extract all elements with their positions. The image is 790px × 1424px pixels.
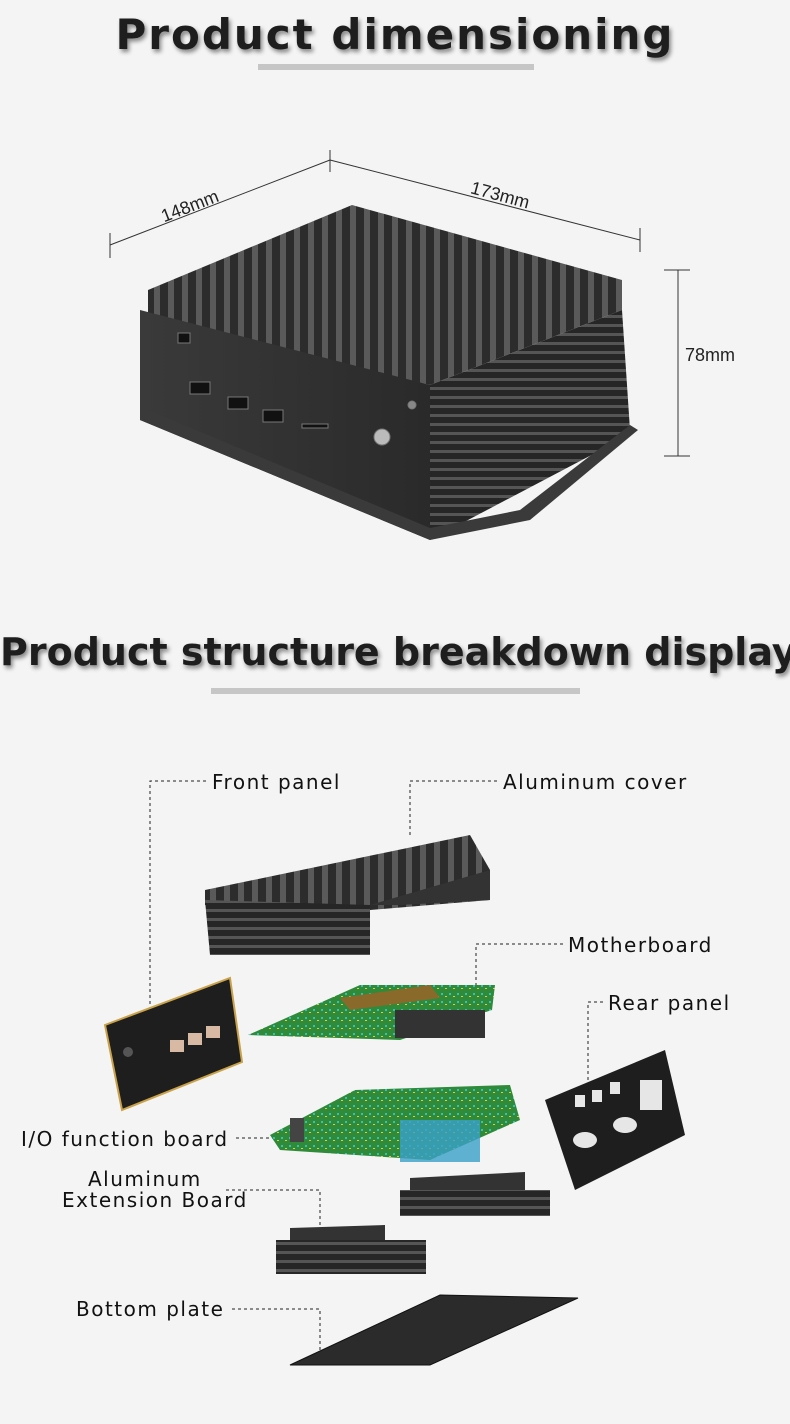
- leader-lines: [149, 780, 603, 1350]
- rear-panel-label: Rear panel: [608, 991, 731, 1015]
- mini-pc-image: [140, 205, 638, 540]
- structure-breakdown-heading: Product structure breakdown display: [0, 630, 790, 674]
- heading-underline-2: [211, 688, 580, 694]
- dimension-lines: [109, 150, 690, 457]
- heading-underline: [258, 64, 534, 70]
- front-panel-label: Front panel: [212, 770, 341, 794]
- aluminum-cover-part: [205, 835, 490, 955]
- dimensioning-heading: Product dimensioning: [115, 10, 675, 59]
- front-panel-part: [103, 976, 244, 1112]
- aluminum-cover-label: Aluminum cover: [503, 770, 688, 794]
- extension-board-label-line2: Extension Board: [62, 1188, 248, 1212]
- io-board-label: I/O function board: [21, 1127, 229, 1151]
- bottom-plate-label: Bottom plate: [76, 1297, 225, 1321]
- motherboard-part: [248, 985, 495, 1040]
- motherboard-label: Motherboard: [568, 933, 713, 957]
- bottom-plate-part: [289, 1294, 579, 1366]
- rear-panel-part: [545, 1050, 685, 1190]
- extension-boards-part: [276, 1172, 550, 1274]
- height-dimension-label: 78mm: [685, 345, 736, 365]
- extension-board-label-line1: Aluminum: [88, 1167, 202, 1191]
- io-board-part: [270, 1085, 520, 1162]
